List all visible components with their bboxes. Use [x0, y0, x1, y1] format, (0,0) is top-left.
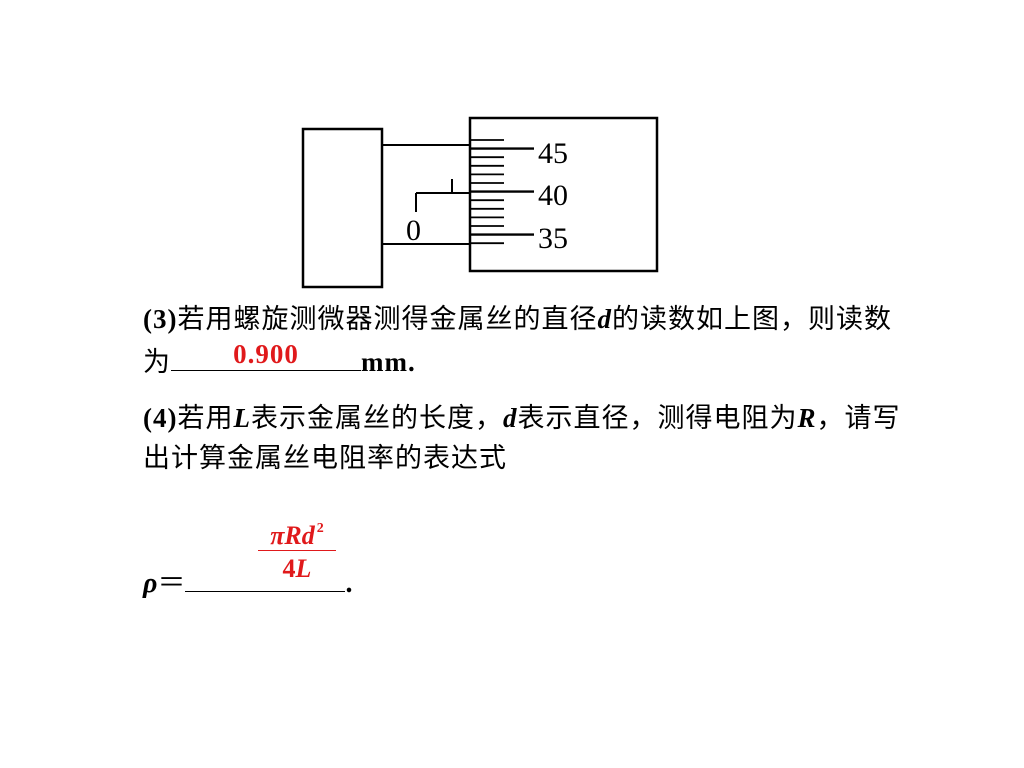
answer-blank-formula[interactable]: [185, 567, 346, 592]
micrometer-diagram: 0 45 40 35: [301, 116, 659, 289]
equals-sign: ＝: [157, 566, 186, 599]
denominator-number: 4: [282, 554, 296, 583]
scale-label-40: 40: [538, 179, 568, 212]
micrometer-anvil: [301, 127, 384, 289]
question-4-var-d: d: [502, 403, 518, 433]
question-4-text-d: ，请写出计算金属丝电阻率的表达式: [143, 403, 901, 474]
question-4: (4)若用L表示金属丝的长度，d表示直径，测得电阻为R，请写出计算金属丝电阻率的…: [143, 398, 913, 479]
question-4-text-a: 若用: [177, 403, 234, 434]
question-4-var-R: R: [797, 403, 817, 433]
question-3-number: (3): [143, 304, 178, 334]
numerator-rd: Rd: [284, 521, 315, 550]
question-3-text-a: 若用螺旋测微器测得金属丝的直径: [177, 304, 598, 335]
question-4-text-c: 表示直径，测得电阻为: [517, 403, 798, 434]
fraction-bar: [258, 550, 336, 551]
rho-symbol: ρ: [143, 568, 158, 599]
question-3-var-d: d: [597, 304, 612, 334]
sleeve-zero-label: 0: [406, 214, 421, 247]
micrometer-thimble: [468, 116, 659, 273]
fraction-denominator: 4L: [258, 551, 336, 587]
answer-reading: 0.900: [233, 339, 299, 369]
question-4-text-b: 表示金属丝的长度，: [250, 403, 503, 434]
numerator-pi: π: [270, 521, 285, 550]
thimble-scale-ticks: [470, 139, 534, 245]
resistivity-formula-line: ρ＝.: [143, 563, 352, 604]
question-4-number: (4): [143, 403, 178, 433]
scale-label-45: 45: [538, 137, 568, 170]
unit-mm: mm.: [361, 347, 416, 377]
denominator-var: L: [295, 554, 312, 583]
question-3-text-b: 的读数如上图，则读数为: [143, 304, 892, 378]
formula-period: .: [345, 568, 353, 599]
numerator-exponent: 2: [316, 521, 324, 536]
scale-label-35: 35: [538, 222, 568, 255]
question-4-var-L: L: [233, 403, 251, 433]
answer-blank-reading[interactable]: 0.900: [171, 339, 361, 371]
